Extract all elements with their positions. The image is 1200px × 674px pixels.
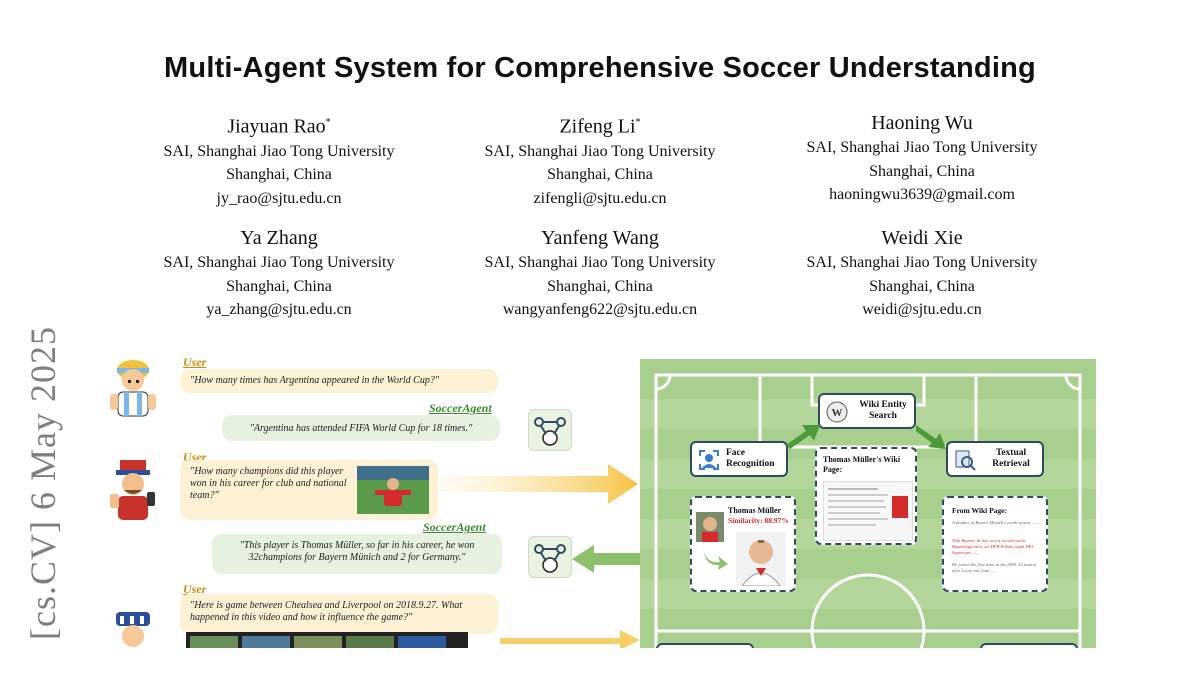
video-frame [398,636,446,648]
forward-arrow-icon [440,464,638,504]
author-affiliation: SAI, Shanghai Jiao Tong University [484,254,716,271]
wiki-entity-search-tool: W Wiki Entity Search [818,393,916,429]
author-location: Shanghai, China [547,166,653,184]
arxiv-stamp: [cs.CV] 6 May 2025 [23,326,63,640]
matched-name: Thomas Müller [728,506,782,515]
user-question-bubble: "Here is game between Chealsea and Liver… [180,594,498,634]
flow-arrow-icon [786,425,820,449]
svg-text:W: W [832,407,843,419]
tool-box-partial [980,643,1078,648]
author-block: Ya Zhang SAI, Shanghai Jiao Tong Univers… [119,225,439,322]
chelsea-fan-avatar-icon [116,612,150,647]
similarity-score: Similarity: 88.97% [728,516,789,525]
textual-retrieval-result: From Wiki Page: A product of Bayern Muni… [942,496,1048,592]
text-line [828,524,876,526]
agent-answer-bubble: "Argentina has attended FIFA World Cup f… [222,415,500,441]
matched-face-photo [736,532,786,586]
author-affiliation: SAI, Shanghai Jiao Tong University [163,142,395,160]
video-frame [346,636,394,648]
usa-fan-avatar-icon [110,460,155,520]
tool-label: Wiki Entity Search [859,400,907,421]
text-line [828,506,886,508]
video-frame [294,636,342,648]
text-line [828,494,888,496]
wikipedia-icon: W [826,401,848,423]
tool-box-partial [656,643,754,648]
text-line [828,518,888,520]
video-frame [190,636,238,648]
author-name: Zifeng Li [559,115,636,138]
user-question-bubble: "How many times has Argentina appeared i… [180,369,498,393]
author-location: Shanghai, China [869,162,975,180]
text-line [828,500,884,502]
agent-answer-bubble: "This player is Thomas Müller, so far in… [212,534,502,574]
soccer-field-panel: W Wiki Entity Search Face Recognition Te… [640,359,1096,648]
face-recognition-result: Thomas Müller Similarity: 88.97% [690,496,796,592]
retrieval-title: From Wiki Page: [952,506,1007,515]
retrieval-line-highlighted: With Bayern, he has won a record twelve … [952,538,1036,555]
video-filmstrip [186,632,468,648]
equal-contribution-mark: * [325,117,331,128]
wiki-page-label: Thomas Müller's Wiki Page: [823,455,901,474]
textual-retrieval-tool: Textual Retrieval [946,441,1044,477]
tool-label: Face Recognition [726,448,775,469]
author-location: Shanghai, China [869,277,975,295]
wiki-photo [892,496,908,518]
author-email: zifengli@sjtu.edu.cn [533,189,667,207]
author-email: jy_rao@sjtu.edu.cn [216,189,342,207]
author-email: haoningwu3639@gmail.com [829,186,1015,203]
argentina-fan-avatar-icon [110,360,156,417]
author-location: Shanghai, China [226,166,332,184]
author-name: Weidi Xie [881,227,963,249]
face-recognition-tool: Face Recognition [690,441,788,477]
back-arrow-icon [572,545,640,573]
video-frame [242,636,290,648]
author-block: Weidi Xie SAI, Shanghai Jiao Tong Univer… [762,225,1082,322]
author-block: Yanfeng Wang SAI, Shanghai Jiao Tong Uni… [440,225,760,322]
text-line [828,512,880,514]
author-name: Jiayuan Rao [227,115,326,138]
retrieval-line: He joined the first team in the 2009–10 … [952,562,1036,573]
author-affiliation: SAI, Shanghai Jiao Tong University [806,254,1038,271]
user-label: User [183,582,207,596]
author-block: Jiayuan Rao* SAI, Shanghai Jiao Tong Uni… [119,110,439,210]
wiki-page-result: Thomas Müller's Wiki Page: [815,447,917,545]
author-block: Haoning Wu SAI, Shanghai Jiao Tong Unive… [762,110,1082,207]
author-email: weidi@sjtu.edu.cn [862,301,982,318]
author-affiliation: SAI, Shanghai Jiao Tong University [806,139,1038,156]
author-location: Shanghai, China [226,277,332,295]
tool-label: Textual Retrieval [992,448,1030,469]
document-search-icon [955,450,976,471]
wiki-page-thumbnail [823,481,913,541]
match-arrow-icon [704,552,728,570]
player-photo-icon [357,466,429,514]
author-location: Shanghai, China [547,277,653,295]
author-affiliation: SAI, Shanghai Jiao Tong University [163,254,395,271]
face-scan-icon [699,450,719,470]
author-email: wangyanfeng622@sjtu.edu.cn [502,301,698,318]
soccer-agent-icon [528,536,572,578]
author-affiliation: SAI, Shanghai Jiao Tong University [484,142,716,160]
forward-arrow-icon [500,630,640,648]
retrieval-line: A product of Bayern Munich's youth syste… [952,520,1040,525]
author-name: Yanfeng Wang [541,227,659,249]
flow-arrow-icon [916,425,946,449]
agent-label: SoccerAgent [429,401,492,415]
query-face-photo [696,512,724,542]
agent-label: SoccerAgent [423,520,486,534]
author-name: Ya Zhang [240,227,318,249]
user-question-text: "How many champions did this player won … [190,466,347,501]
user-label: User [183,355,207,369]
author-name: Haoning Wu [871,112,973,134]
equal-contribution-mark: * [635,117,641,128]
author-email: ya_zhang@sjtu.edu.cn [206,301,352,318]
author-block: Zifeng Li* SAI, Shanghai Jiao Tong Unive… [440,110,760,210]
soccer-agent-icon [528,409,572,451]
text-line [828,488,878,490]
paper-title: Multi-Agent System for Comprehensive Soc… [164,52,1036,84]
